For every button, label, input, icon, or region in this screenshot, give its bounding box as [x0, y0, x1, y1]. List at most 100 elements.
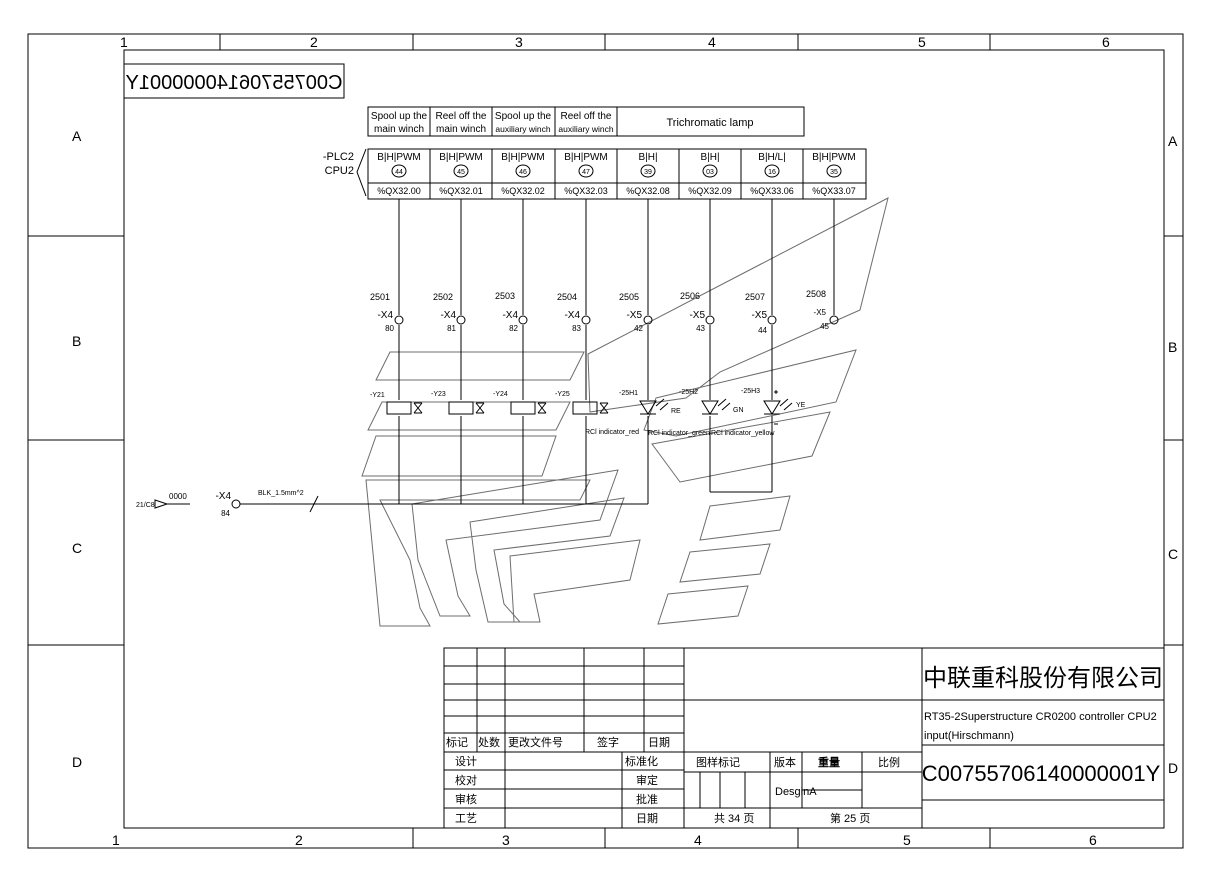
row-letter: C [1168, 546, 1178, 562]
function-label: Reel off the [561, 111, 612, 122]
terminal-circle [767, 315, 777, 325]
wire-number: 2505 [619, 292, 639, 302]
wires [240, 199, 835, 513]
row-letter: B [72, 333, 81, 349]
version-value: DesginA [775, 786, 817, 798]
channel-address: %QX33.06 [750, 186, 794, 196]
terminal-pin: 45 [820, 322, 829, 331]
col-number: 5 [918, 34, 926, 50]
valve-symbol-icon [537, 402, 547, 414]
solenoid-valves: -Y21 -Y23 -Y24 -Y25 [370, 391, 609, 415]
row-letter: D [72, 754, 82, 770]
role-label: 日期 [636, 812, 658, 825]
led-symbol-icon [763, 400, 781, 415]
channel-address: %QX32.08 [626, 186, 670, 196]
attr-header: 重量 [818, 755, 840, 769]
terminal-pin: 80 [385, 324, 394, 333]
col-number: 3 [515, 34, 523, 50]
terminal-circle [231, 499, 241, 509]
terminal-circle [705, 315, 715, 325]
col-number: 6 [1089, 832, 1097, 848]
channel-address: %QX32.00 [377, 186, 421, 196]
attr-header: 比例 [878, 755, 900, 769]
col-number: 6 [1102, 34, 1110, 50]
channel-address: %QX33.07 [812, 186, 856, 196]
lamp-tag: -25H2 [679, 389, 698, 396]
column-numbers-bottom: 1 2 3 4 5 6 [112, 832, 1097, 848]
valve-tag: -Y25 [555, 391, 570, 398]
terminal-circle [394, 315, 404, 325]
channel-pin: 47 [582, 169, 590, 176]
channel-type: B|H|PWM [439, 152, 483, 163]
row-letter: A [72, 128, 82, 144]
channel-type: B|H/L| [758, 152, 785, 163]
lamp-description: RCl indicator_yellow [711, 430, 775, 437]
terminal-pin: 81 [447, 324, 456, 333]
lamp-tag: -25H3 [741, 388, 760, 395]
role-label: 批准 [636, 792, 658, 806]
wire-number: 2504 [557, 292, 577, 302]
valve-tag: -Y21 [370, 392, 385, 399]
function-label: Spool up the [371, 111, 428, 122]
col-number: 1 [112, 832, 120, 848]
function-header: Spool up the main winch Reel off the mai… [367, 106, 805, 137]
lamp-tag: -25H1 [619, 390, 638, 397]
plus-sign-icon [774, 390, 778, 394]
wire-number: 2501 [370, 292, 390, 302]
cable-spec: BLK_1.5mm^2 [258, 490, 304, 497]
terminal-tag: -X5 [814, 308, 827, 317]
company-name: 中联重科股份有限公司 [923, 665, 1163, 692]
col-number: 1 [120, 34, 128, 50]
led-symbol-icon [639, 400, 657, 415]
lamp-group-label: Trichromatic lamp [667, 117, 754, 129]
off-page-arrow-icon [154, 499, 169, 509]
led-light-rays-icon [717, 398, 731, 411]
terminal-circle [518, 315, 528, 325]
col-number: 2 [310, 34, 318, 50]
terminal-tag: -X5 [689, 310, 705, 321]
row-letters: A B C D A B C D [72, 128, 1178, 776]
terminal-tag: -X4 [502, 310, 518, 321]
role-label: 校对 [455, 773, 477, 787]
lamp-color-code: GN [733, 407, 744, 414]
terminal-pin: 43 [696, 324, 705, 333]
plc-name: -PLC2 [323, 151, 354, 163]
valve-coil-icon [510, 401, 536, 415]
wire-number: 2502 [433, 292, 453, 302]
channel-pin: 16 [768, 169, 776, 176]
terminal-tag: -X4 [215, 491, 231, 502]
total-pages: 共 34 页 [714, 812, 754, 825]
channel-address: %QX32.02 [501, 186, 545, 196]
drawing-number: C00755706140000001Y [922, 761, 1161, 786]
role-label: 设计 [455, 755, 477, 768]
function-label: main winch [374, 124, 424, 135]
function-label: Spool up the [495, 111, 552, 122]
wire-number: 2503 [495, 291, 515, 301]
channel-address: %QX32.03 [564, 186, 608, 196]
terminal-tag: -X5 [751, 310, 767, 321]
common-return: 21/C8 0000 -X4 84 BLK_1.5mm^2 [136, 490, 304, 518]
col-number: 5 [903, 832, 911, 848]
row-letter: D [1168, 760, 1178, 776]
terminal-tag: -X5 [626, 310, 642, 321]
terminal-pin: 82 [509, 324, 518, 333]
role-label: 工艺 [455, 812, 477, 825]
valve-symbol-icon [475, 402, 485, 414]
lamp-color-code: YE [796, 402, 806, 409]
terminal-pin: 84 [221, 509, 230, 518]
role-label: 标准化 [625, 754, 658, 768]
channel-pin: 44 [395, 169, 403, 176]
function-label: main winch [436, 124, 486, 135]
terminal-tag: -X4 [440, 310, 456, 321]
role-label: 审定 [636, 773, 658, 787]
valve-symbol-icon [599, 402, 609, 414]
channel-pin: 45 [457, 169, 465, 176]
col-number: 4 [708, 34, 716, 50]
terminal-pin: 42 [634, 324, 643, 333]
attr-header: 图样标记 [696, 755, 740, 769]
valve-tag: -Y24 [493, 391, 508, 398]
column-numbers-top: 1 2 3 4 5 6 [120, 34, 1110, 50]
terminal-circle [581, 315, 591, 325]
channel-pin: 03 [706, 169, 714, 176]
